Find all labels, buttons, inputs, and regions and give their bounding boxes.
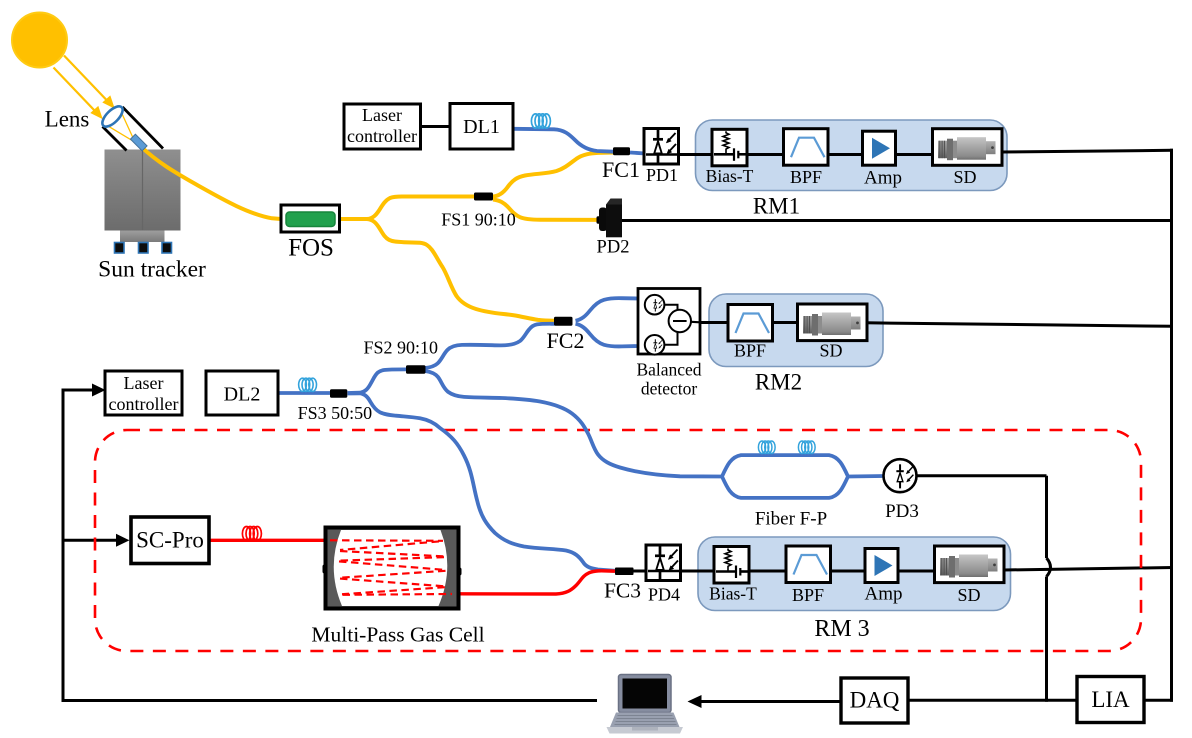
svg-text:LIA: LIA — [1091, 687, 1130, 712]
svg-text:Balanced: Balanced — [636, 360, 701, 380]
svg-text:Lens: Lens — [45, 107, 90, 132]
svg-text:RM 3: RM 3 — [814, 616, 869, 642]
svg-text:PD2: PD2 — [597, 238, 630, 258]
svg-text:PD4: PD4 — [648, 585, 680, 605]
svg-text:SD: SD — [953, 167, 976, 187]
svg-text:PD1: PD1 — [646, 165, 678, 185]
svg-text:FS3 50:50: FS3 50:50 — [298, 403, 373, 423]
svg-text:Laser: Laser — [362, 105, 402, 125]
svg-text:detector: detector — [641, 379, 698, 399]
svg-text:controller: controller — [347, 126, 417, 146]
svg-text:Bias-T: Bias-T — [706, 166, 754, 186]
svg-text:BPF: BPF — [792, 585, 824, 605]
svg-text:SD: SD — [957, 585, 980, 605]
svg-text:FS1 90:10: FS1 90:10 — [441, 210, 516, 230]
svg-text:FC1: FC1 — [602, 157, 640, 182]
svg-text:FC2: FC2 — [547, 328, 585, 353]
svg-text:PD3: PD3 — [885, 501, 919, 522]
svg-text:SD: SD — [819, 341, 842, 361]
svg-text:Amp: Amp — [864, 168, 902, 189]
svg-text:FS2 90:10: FS2 90:10 — [364, 338, 439, 358]
svg-text:Sun tracker: Sun tracker — [98, 257, 206, 283]
svg-text:RM1: RM1 — [753, 194, 800, 219]
svg-text:DL1: DL1 — [463, 116, 500, 138]
svg-text:Multi-Pass Gas Cell: Multi-Pass Gas Cell — [311, 623, 484, 647]
svg-text:FC3: FC3 — [604, 579, 641, 603]
svg-text:Fiber F-P: Fiber F-P — [755, 509, 827, 530]
svg-text:SC-Pro: SC-Pro — [136, 528, 204, 553]
svg-text:RM2: RM2 — [755, 370, 802, 395]
svg-text:BPF: BPF — [790, 167, 822, 187]
svg-text:Laser: Laser — [124, 373, 164, 393]
svg-text:controller: controller — [109, 394, 179, 414]
svg-text:FOS: FOS — [288, 235, 334, 262]
svg-text:BPF: BPF — [734, 341, 766, 361]
svg-text:Amp: Amp — [865, 584, 903, 605]
svg-text:DL2: DL2 — [224, 384, 261, 406]
svg-text:Bias-T: Bias-T — [709, 584, 757, 604]
svg-text:DAQ: DAQ — [850, 688, 900, 713]
